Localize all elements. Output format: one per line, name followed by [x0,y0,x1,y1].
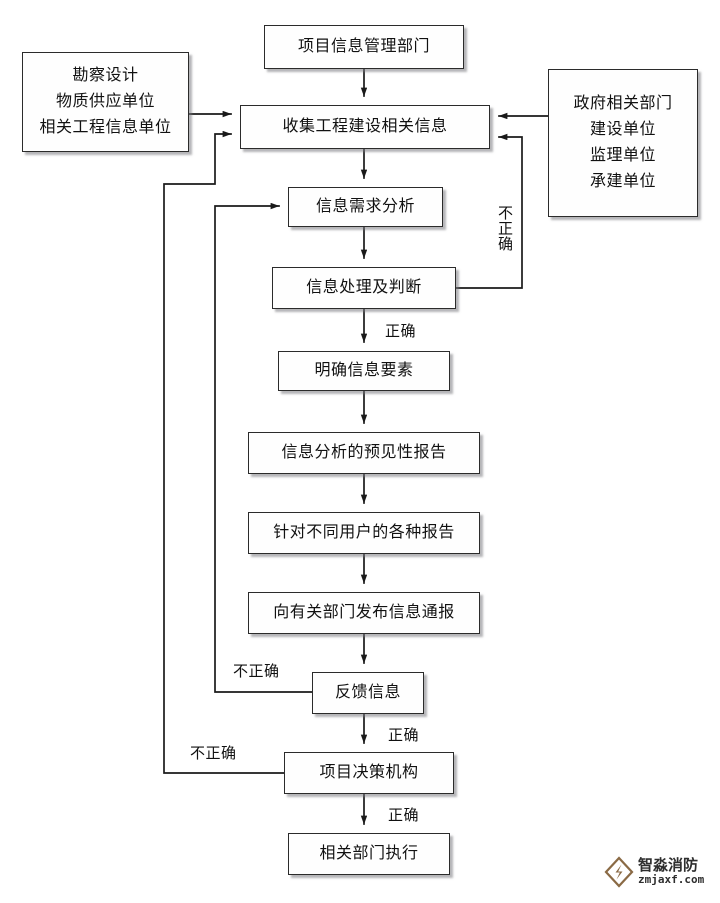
node-info-processing-judgement[interactable]: 信息处理及判断 [272,267,456,309]
node-source-right-line-3: 承建单位 [589,173,656,190]
edge-label-correct-decision: 正确 [388,808,420,824]
node-info-demand-analysis[interactable]: 信息需求分析 [288,187,443,227]
node-predictive-analysis-report[interactable]: 信息分析的预见性报告 [248,432,480,474]
node-userreports-label: 针对不同用户的各种报告 [273,523,455,541]
node-feedback-label: 反馈信息 [334,683,401,701]
node-source-right-line-0: 政府相关部门 [573,95,673,112]
node-source-left[interactable]: 勘察设计 物质供应单位 相关工程信息单位 [22,52,189,152]
node-source-right-line-1: 建设单位 [589,121,656,138]
wire-process-incorrect-to-collect [455,133,523,289]
zmjaxf-watermark: 智淼消防 zmjaxf.com [604,856,704,888]
zmjaxf-url: zmjaxf.com [638,873,705,887]
node-project-decision-body[interactable]: 项目决策机构 [284,752,454,794]
edge-label-incorrect-feedback: 不正确 [233,664,280,680]
node-publish-info-bulletin[interactable]: 向有关部门发布信息通报 [248,592,480,634]
node-collect-label: 收集工程建设相关信息 [282,117,448,135]
zmjaxf-brand: 智淼消防 [638,857,699,875]
node-source-left-line-0: 勘察设计 [72,67,139,84]
edge-label-incorrect-right: 不正确 [496,205,512,252]
edge-label-incorrect-decision: 不正确 [190,746,237,762]
edge-label-correct-feedback: 正确 [388,728,420,744]
node-execute-label: 相关部门执行 [319,844,419,862]
node-relevant-dept-execution[interactable]: 相关部门执行 [288,833,450,875]
node-demand-label: 信息需求分析 [315,197,415,215]
node-collect-construction-info[interactable]: 收集工程建设相关信息 [240,105,490,149]
node-publish-label: 向有关部门发布信息通报 [273,603,455,621]
node-clarify-info-elements[interactable]: 明确信息要素 [278,351,450,391]
node-feedback-info[interactable]: 反馈信息 [312,672,424,714]
zmjaxf-logo-icon [604,856,634,888]
node-process-label: 信息处理及判断 [306,278,422,296]
node-decision-label: 项目决策机构 [319,763,419,781]
node-source-left-line-1: 物质供应单位 [55,93,155,110]
node-report-label: 信息分析的预见性报告 [281,443,447,461]
node-source-right[interactable]: 政府相关部门 建设单位 监理单位 承建单位 [548,69,698,217]
node-dept-label: 项目信息管理部门 [297,37,430,55]
node-source-left-line-2: 相关工程信息单位 [39,119,172,136]
node-elements-label: 明确信息要素 [314,361,414,379]
edge-label-correct-process: 正确 [385,324,417,340]
node-source-right-line-2: 监理单位 [589,147,656,164]
zmjaxf-watermark-text: 智淼消防 zmjaxf.com [638,858,704,885]
node-reports-for-different-users[interactable]: 针对不同用户的各种报告 [248,512,480,554]
node-project-info-management-dept[interactable]: 项目信息管理部门 [264,25,464,69]
